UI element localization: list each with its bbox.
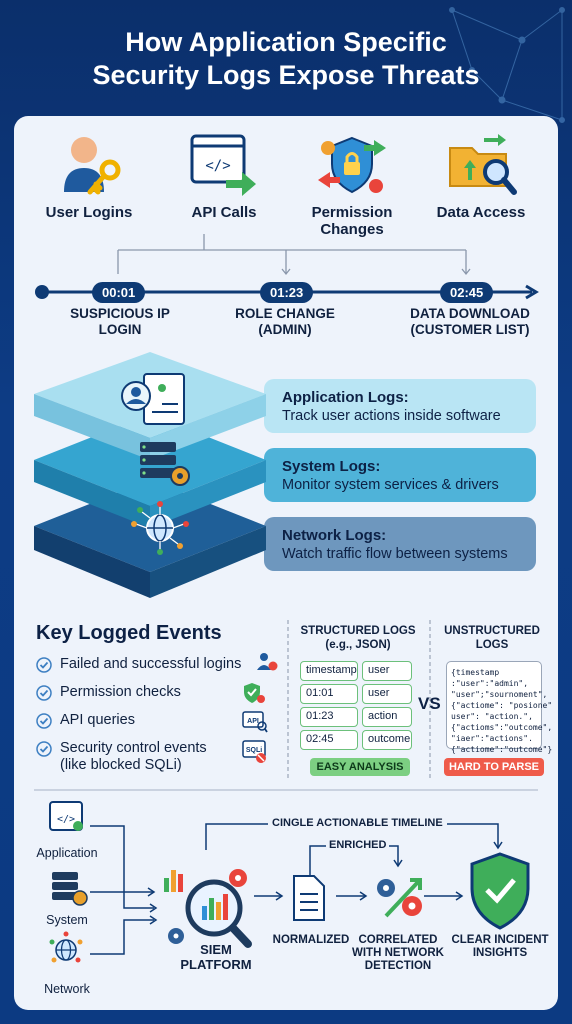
title-line-2: Security Logs Expose Threats [92,60,480,90]
user-alert-icon [257,653,278,671]
structured-cell: 01:23 [300,707,358,727]
normalized-label: NORMALIZED [272,934,350,946]
source-label-permission: Permission Changes [311,204,393,238]
svg-text:</>: </> [205,158,230,174]
correlation-gears-icon [377,878,422,918]
system-logs-box: System Logs: Monitor system services & d… [264,448,536,502]
structured-cell: action [362,707,412,727]
unstructured-logs-heading: UNSTRUCTURED LOGS [444,625,540,651]
key-event-label-1: Failed and successful logins [60,656,242,672]
timestamp-pill-1: 00:01 [92,282,146,303]
system-logs-title: System Logs: [282,458,381,475]
server-gear-icon [140,442,190,486]
svg-text:API: API [247,718,259,725]
versus-label: VS [418,694,441,713]
easy-analysis-badge: EASY ANALYSIS [310,758,410,776]
clear-insights-label: CLEAR INCIDENT INSIGHTS [451,934,549,959]
sql-block-icon: SQLi [242,740,266,763]
timestamp-pill-2: 01:23 [260,282,314,303]
key-event-label-4: Security control events (like blocked SQ… [60,740,207,773]
structured-logs-heading: STRUCTURED LOGS (e.g., JSON) [300,625,416,651]
key-event-item: API queries [36,712,135,729]
structured-cell: 02:45 [300,730,358,750]
source-label-data: Data Access [436,204,526,221]
correlated-label: CORRELATED WITH NETWORK DETECTION [352,934,444,972]
application-logs-box: Application Logs: Track user actions ins… [264,379,536,433]
timestamp-pill-3: 02:45 [440,282,494,303]
svg-text:</>: </> [57,814,75,825]
key-event-item: Permission checks [36,684,181,701]
pipeline-source-system: System [46,913,88,927]
system-logs-desc: Monitor system services & drivers [282,477,499,493]
network-source-icon [49,931,83,963]
insights-shield-icon [470,852,530,930]
section-rule [34,789,538,791]
application-logs-desc: Track user actions inside software [282,408,501,424]
check-icon [36,741,52,757]
enriched-label: ENRICHED [326,839,390,851]
key-event-label-3: API queries [60,712,135,728]
siem-pipeline-diagram: </> [49,801,530,963]
normalized-document-icon [293,875,325,921]
check-icon [36,685,52,701]
network-decoration [449,7,565,123]
pipeline-source-network: Network [44,982,90,996]
network-logs-box: Network Logs: Watch traffic flow between… [264,517,536,571]
shield-check-icon [244,683,265,703]
api-code-icon: </> [190,134,256,196]
siem-platform-label: SIEM PLATFORM [180,942,252,972]
structured-cell: timestamp [300,661,358,681]
pipeline-source-application: Application [36,846,98,860]
folder-search-icon [449,134,517,195]
source-label-logins: User Logins [45,204,133,221]
key-events-title: Key Logged Events [36,622,222,644]
timeline-event-3: DATA DOWNLOAD (CUSTOMER LIST) [410,306,530,337]
structured-cell: 01:01 [300,684,358,704]
key-event-item: Failed and successful logins [36,656,241,673]
unstructured-log-text: {timestamp :"user":"admin", "user";"sour… [446,661,552,754]
hard-to-parse-badge: HARD TO PARSE [444,758,544,776]
siem-magnifier-icon [164,869,252,948]
infographic-card: User Logins </> API Calls Permission Cha… [14,116,558,1010]
application-source-icon: </> [49,801,83,831]
log-layer-stack [34,352,266,598]
network-logs-title: Network Logs: [282,527,387,544]
check-icon [36,657,52,673]
network-globe-icon [131,501,189,555]
network-logs-desc: Watch traffic flow between systems [282,546,508,562]
page-title: How Application Specific Security Logs E… [0,26,572,92]
source-label-api: API Calls [191,204,257,221]
timeline-event-2: ROLE CHANGE (ADMIN) [235,306,335,337]
api-search-icon: API [242,711,268,733]
application-logs-title: Application Logs: [282,389,409,406]
svg-text:SQLi: SQLi [246,747,262,754]
key-event-item: Security control events (like blocked SQ… [36,740,216,774]
section-divider-2 [429,620,431,780]
section-divider [287,620,289,780]
user-document-icon [121,373,185,425]
timeline-event-1: SUSPICIOUS IP LOGIN [70,306,170,337]
structured-cell: user [362,661,412,681]
permission-shield-icon [318,136,386,194]
title-line-1: How Application Specific [125,27,447,57]
structured-cell: user [362,684,412,704]
system-source-icon [52,872,88,906]
single-timeline-label: CINGLE ACTIONABLE TIMELINE [268,817,447,829]
structured-cell: outcome [362,730,412,750]
key-event-label-2: Permission checks [60,684,181,700]
check-icon [36,713,52,729]
user-key-icon [64,137,121,195]
